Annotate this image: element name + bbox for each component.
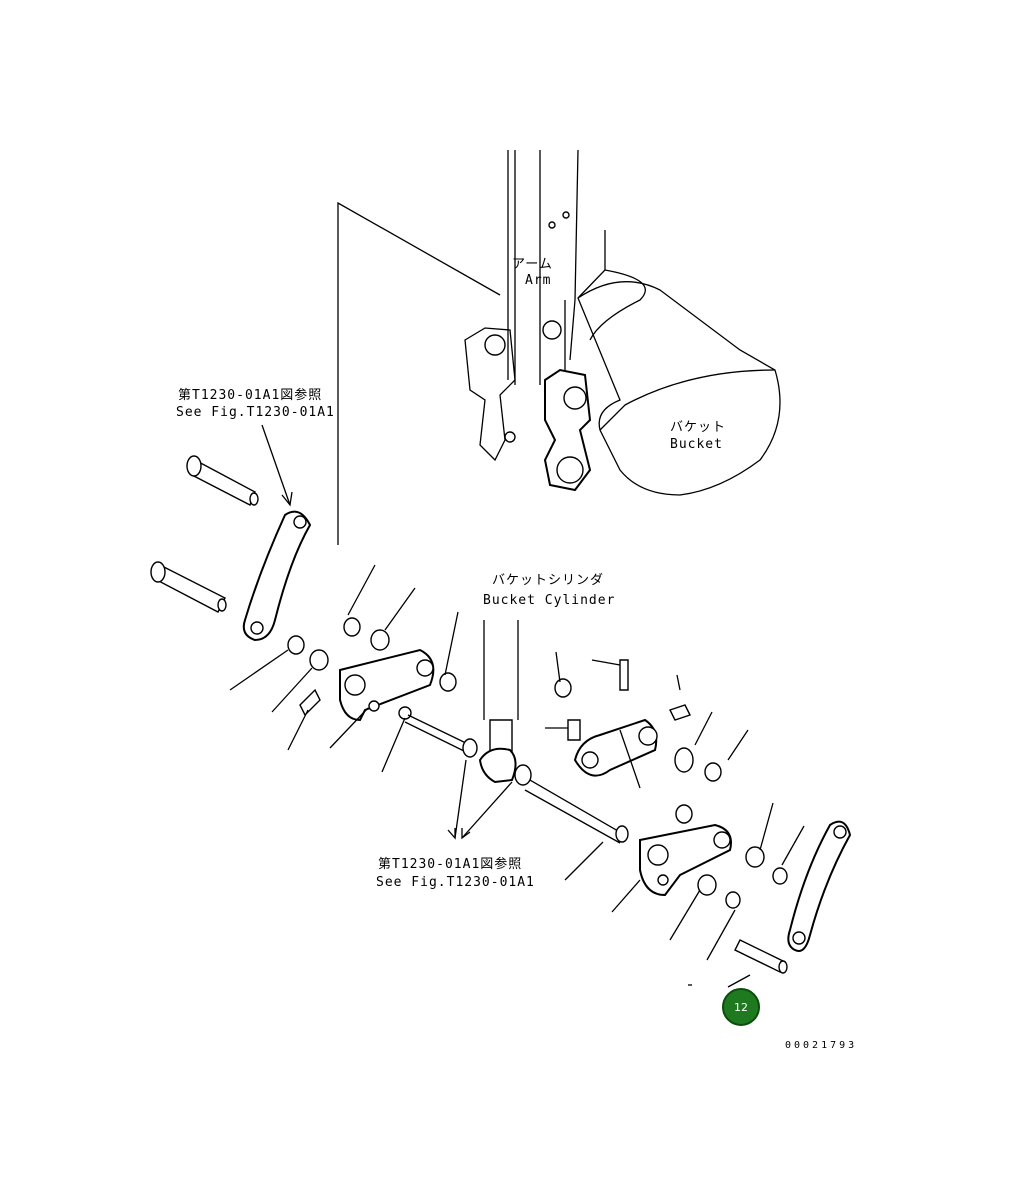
washer-center-left [462, 738, 478, 758]
pin-lower-left [150, 561, 227, 613]
bucket-label-jp: バケット [670, 420, 727, 435]
pin-center-left [404, 714, 471, 753]
idler-link-right [639, 823, 732, 897]
leader-lines [229, 564, 805, 988]
washer-7 [675, 804, 693, 824]
bushing-5 [697, 874, 717, 896]
pin-upper-left [186, 455, 259, 506]
arrow-leader-top [261, 424, 291, 506]
bushing-3 [674, 747, 694, 773]
reference-label-bottom-jp: 第T1230-01A1図参照 [378, 857, 523, 872]
washer-3 [439, 672, 457, 692]
cylinder-label-jp: バケットシリンダ [492, 573, 605, 588]
arm-label-en: Arm [525, 273, 552, 288]
clevis-block [567, 659, 691, 777]
washer-1 [287, 635, 305, 655]
bushing-2 [370, 629, 390, 651]
link-plate-left [242, 510, 312, 642]
washer-8 [772, 867, 788, 885]
pin-center-right [524, 779, 626, 844]
pin-lower-right [734, 939, 788, 974]
idler-link-left [339, 648, 435, 722]
reference-label-top-jp: 第T1230-01A1図参照 [178, 388, 323, 403]
arm-assembly [464, 149, 592, 492]
drawing-number: 00021793 [785, 1040, 858, 1051]
bushing-4 [745, 846, 765, 868]
washer-6 [704, 762, 722, 782]
part-callout-number: 12 [734, 1000, 748, 1014]
part-callout-12[interactable]: 12 [722, 988, 760, 1026]
bucket-outline [577, 230, 781, 496]
washer-4 [615, 825, 629, 843]
cylinder-label-en: Bucket Cylinder [483, 593, 616, 608]
reference-line-top [337, 201, 501, 545]
washer-5 [554, 678, 572, 698]
grease-fitting-left [299, 688, 321, 717]
reference-label-top-en: See Fig.T1230-01A1 [176, 405, 335, 420]
bucket-cylinder [478, 620, 519, 784]
arrow-head-top [281, 491, 293, 507]
washer-center-right [514, 764, 532, 786]
arm-label-jp: アーム [512, 257, 553, 272]
reference-label-bottom-en: See Fig.T1230-01A1 [376, 875, 535, 890]
washer-2 [343, 617, 361, 637]
link-plate-right [787, 820, 852, 952]
bushing-1 [309, 649, 329, 671]
washer-9 [725, 891, 741, 909]
bucket-label-en: Bucket [670, 437, 723, 452]
